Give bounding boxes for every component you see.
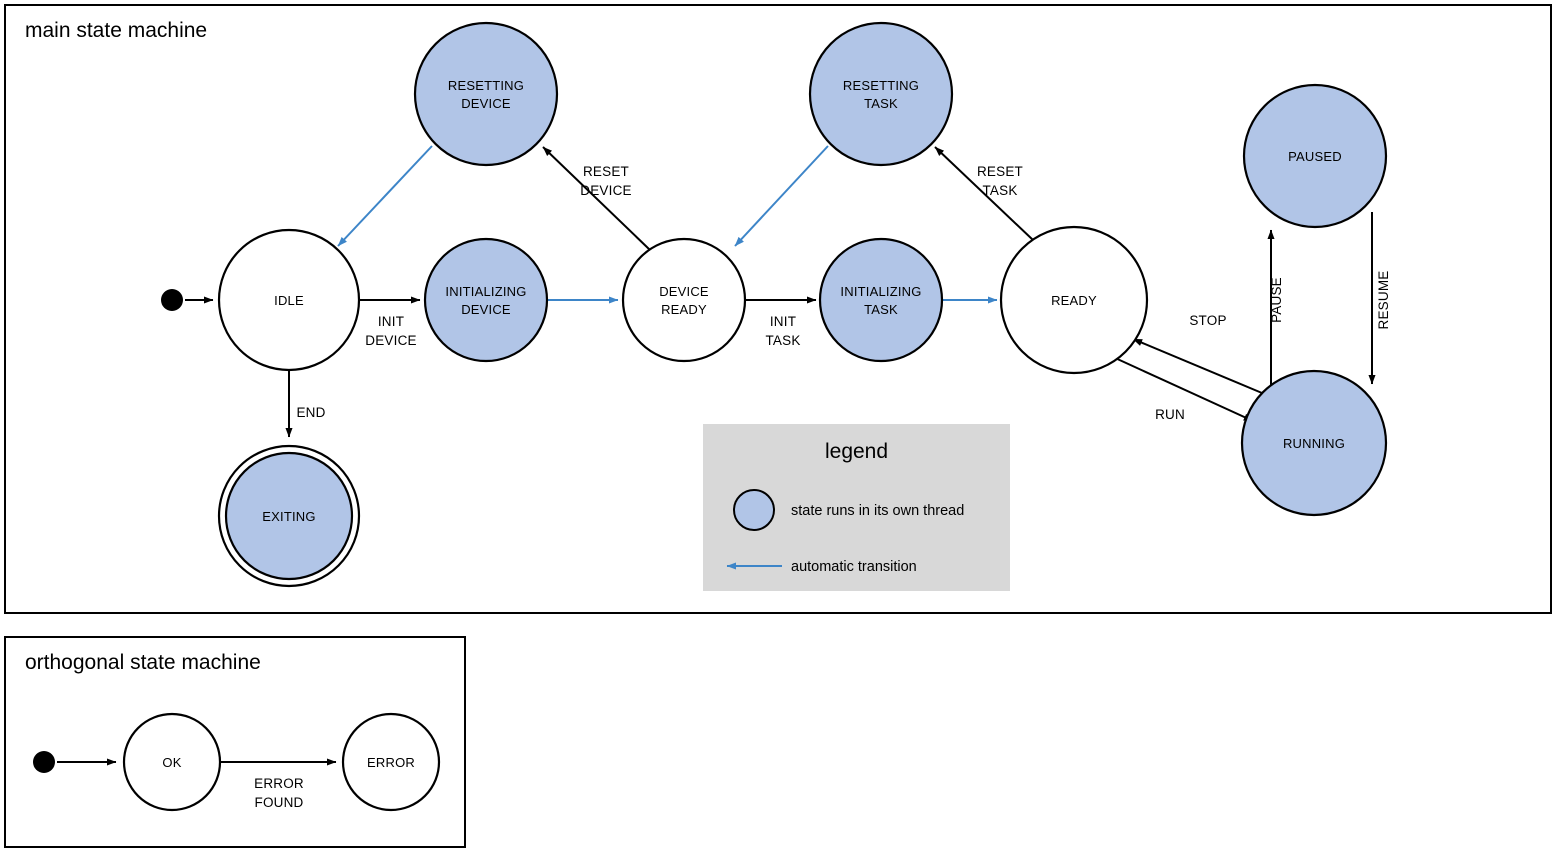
state-shape-idle: [217, 228, 361, 372]
final-state-outer-ring: [217, 444, 361, 588]
state-shape-ok: [122, 712, 222, 812]
state-shape-device_ready: [621, 237, 747, 363]
state-error[interactable]: ERROR: [341, 712, 441, 812]
frame-border-main: [4, 4, 1552, 614]
state-shape-ready: [999, 225, 1149, 375]
state-exiting[interactable]: EXITING: [217, 444, 361, 588]
transition-label-paused-to-running: RESUME: [1376, 271, 1391, 330]
state-label-ok: OK: [162, 755, 181, 770]
initial-state-dot-main-start: [161, 289, 183, 311]
transition-running-to-ready: [1132, 338, 1263, 394]
frame-main: main state machine: [4, 4, 1552, 614]
state-shape-initializing_task: [818, 237, 944, 363]
state-running[interactable]: RUNNING: [1240, 369, 1388, 517]
transition-label-running-to-paused: PAUSE: [1269, 277, 1284, 323]
transition-label-ready-to-running: RUN: [1155, 407, 1185, 422]
state-idle[interactable]: IDLE: [217, 228, 361, 372]
transitions-layer: [57, 145, 1376, 766]
transition-device-ready-to-resetting-device: [542, 146, 651, 251]
transition-ready-to-resetting-task: [934, 146, 1034, 241]
state-paused[interactable]: PAUSED: [1242, 83, 1388, 229]
legend-thread-state-icon: [733, 489, 775, 531]
legend-item-thread-state: state runs in its own thread: [733, 489, 964, 531]
legend-item-label-auto-transition: automatic transition: [791, 559, 917, 575]
frame-title-main: main state machine: [25, 19, 207, 42]
legend-panel: legend state runs in its own thread automa…: [703, 424, 1010, 591]
transition-resetting-task-to-device-ready: [734, 145, 829, 247]
state-label-error: ERROR: [367, 755, 415, 770]
frame-border-orthogonal: [4, 636, 466, 848]
transition-resetting-device-to-idle: [337, 145, 433, 247]
legend-title: legend: [825, 440, 888, 463]
state-label-ready: READY: [1051, 293, 1097, 308]
legend-item-auto-transition: automatic transition: [726, 559, 917, 575]
transition-ready-to-running: [1112, 356, 1254, 422]
frame-orthogonal: orthogonal state machine: [4, 636, 466, 848]
state-ready[interactable]: READY: [999, 225, 1149, 375]
state-shape-initializing_device: [423, 237, 549, 363]
state-label-idle: IDLE: [274, 293, 304, 308]
legend-item-label-thread-state: state runs in its own thread: [791, 503, 964, 519]
state-shape-error: [341, 712, 441, 812]
transition-label-idle-to-exiting: END: [296, 405, 325, 420]
frames-layer: main state machine orthogonal state machi…: [4, 4, 1552, 848]
state-ok[interactable]: OK: [122, 712, 222, 812]
initial-state-dot-orthogonal-start: [33, 751, 55, 773]
state-shape-resetting_device: [413, 21, 559, 167]
state-shape-paused: [1242, 83, 1388, 229]
state-label-exiting: EXITING: [262, 509, 315, 524]
state-label-paused: PAUSED: [1288, 149, 1342, 164]
state-shape-exiting: [224, 451, 354, 581]
transition-label-running-to-ready: STOP: [1189, 313, 1226, 328]
state-label-running: RUNNING: [1283, 436, 1345, 451]
state-shape-resetting_task: [808, 21, 954, 167]
state-shape-running: [1240, 369, 1388, 517]
frame-title-orthogonal: orthogonal state machine: [25, 651, 261, 674]
legend: legend state runs in its own thread automa…: [703, 424, 1010, 591]
